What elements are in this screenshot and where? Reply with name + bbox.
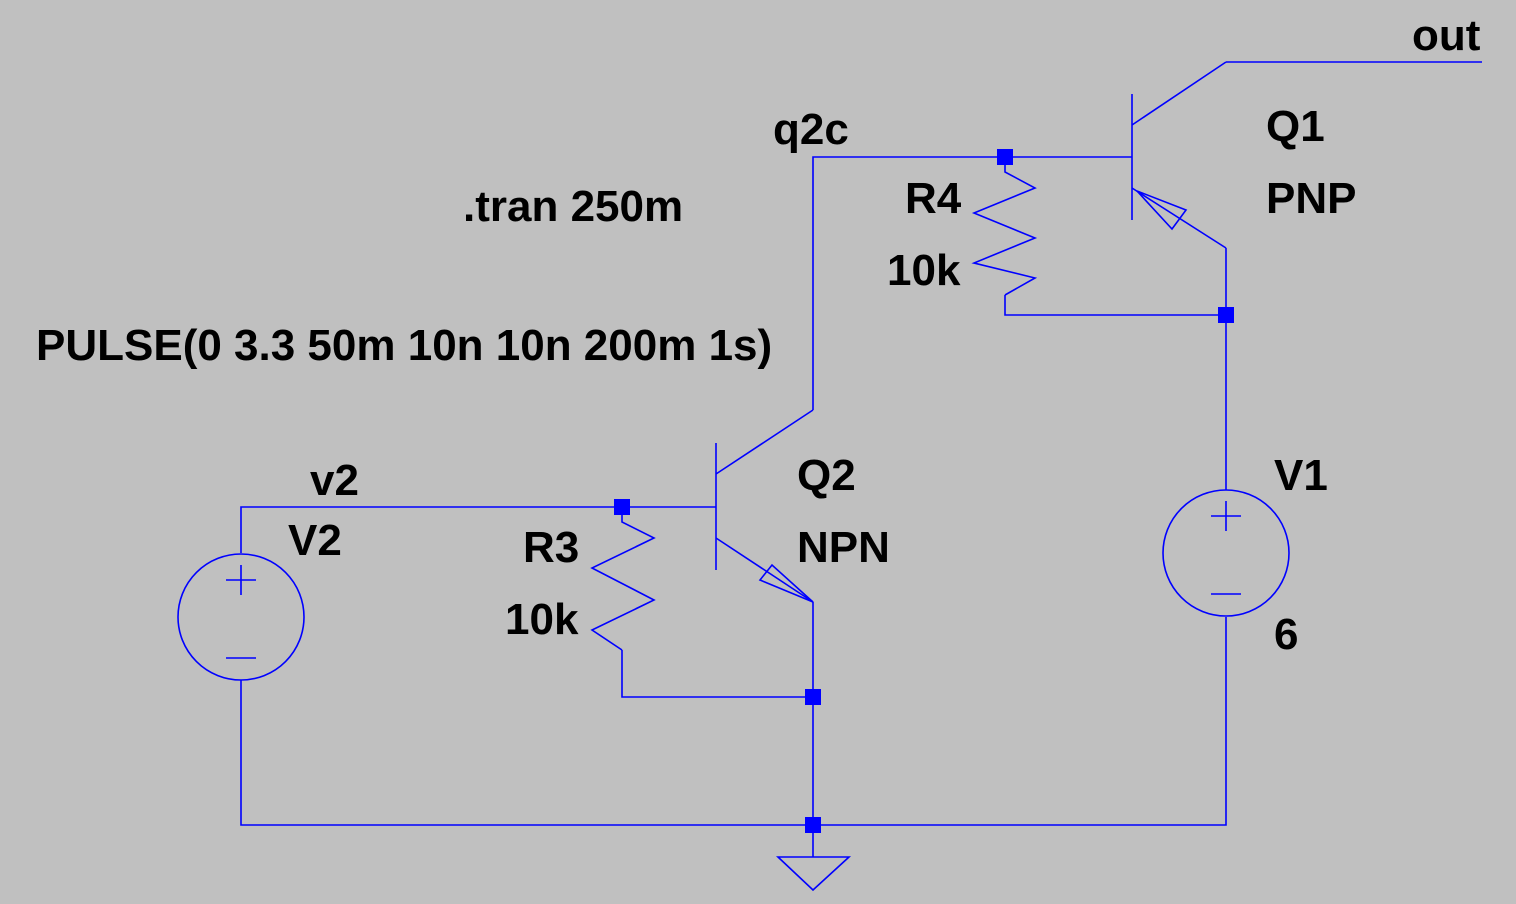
- wire-r3-bottom[interactable]: [621, 650, 813, 698]
- q2-name[interactable]: Q2: [797, 451, 856, 500]
- q1-emitter-lead: [1131, 187, 1227, 249]
- q1-emitter-arrow: [1136, 190, 1188, 231]
- resistor-icon[interactable]: [590, 507, 656, 651]
- bjt-icon[interactable]: [1131, 61, 1227, 249]
- q2-model[interactable]: NPN: [797, 523, 890, 572]
- r4-zigzag: [971, 157, 1038, 296]
- wires: [240, 61, 1482, 857]
- resistor-icon[interactable]: [971, 157, 1038, 296]
- spice-directive-tran[interactable]: .tran 250m: [463, 182, 683, 231]
- bjt-icon[interactable]: [715, 409, 814, 603]
- q2-collector-lead: [715, 409, 814, 475]
- junctions: [614, 149, 1234, 833]
- voltage-source-icon[interactable]: [177, 553, 305, 681]
- r3-value[interactable]: 10k: [505, 595, 579, 644]
- junction-dot[interactable]: [1218, 307, 1234, 323]
- voltage-source-icon[interactable]: [1162, 489, 1290, 617]
- junction-dot[interactable]: [805, 689, 821, 705]
- q1-collector-lead: [1131, 61, 1227, 126]
- q2-emitter-lead: [715, 537, 814, 603]
- v2-value[interactable]: PULSE(0 3.3 50m 10n 10n 200m 1s): [36, 321, 772, 370]
- q1-model[interactable]: PNP: [1266, 174, 1356, 223]
- r3-name[interactable]: R3: [523, 523, 579, 572]
- net-label-v2[interactable]: v2: [310, 456, 359, 505]
- wire-q2c[interactable]: [812, 156, 1132, 410]
- junction-dot[interactable]: [614, 499, 630, 515]
- v2-circle: [177, 553, 305, 681]
- q2-emitter-arrow: [758, 563, 814, 603]
- wire-v2-net[interactable]: [240, 506, 716, 553]
- r4-name[interactable]: R4: [905, 174, 962, 223]
- v1-value[interactable]: 6: [1274, 610, 1298, 659]
- v1-name[interactable]: V1: [1274, 451, 1328, 500]
- v1-circle: [1162, 489, 1290, 617]
- r3-zigzag: [590, 507, 656, 651]
- v2-name[interactable]: V2: [288, 516, 342, 565]
- junction-dot[interactable]: [805, 817, 821, 833]
- ground-icon[interactable]: [775, 856, 852, 892]
- net-label-out[interactable]: out: [1412, 11, 1481, 60]
- wire-r4-bottom[interactable]: [1004, 295, 1226, 316]
- r4-value[interactable]: 10k: [887, 246, 961, 295]
- wire-ground-bus[interactable]: [240, 617, 1227, 826]
- net-label-q2c[interactable]: q2c: [773, 105, 849, 154]
- q1-name[interactable]: Q1: [1266, 102, 1325, 151]
- junction-dot[interactable]: [997, 149, 1013, 165]
